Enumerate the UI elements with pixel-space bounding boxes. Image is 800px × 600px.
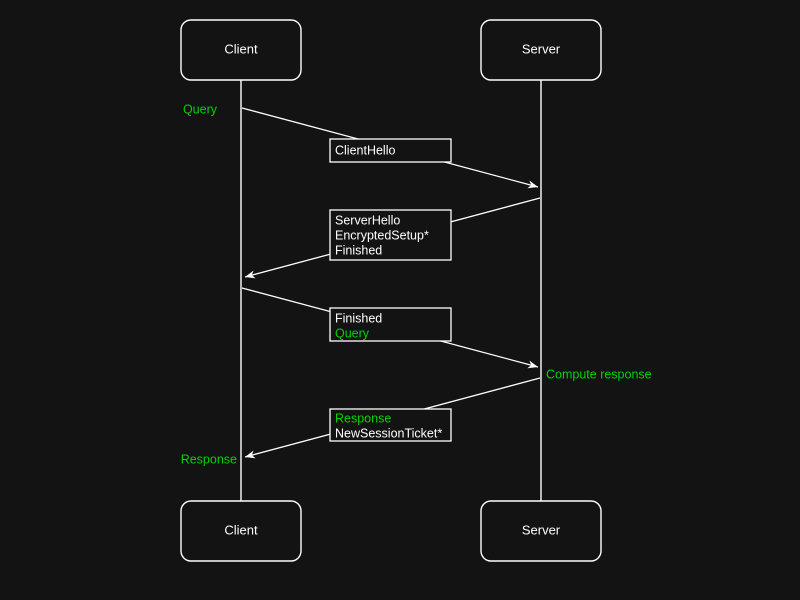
note-compute-response-label: Compute response (546, 367, 652, 381)
message-serverhello-line-1: ServerHello (335, 213, 400, 227)
actor-header-client[interactable]: Client (180, 19, 302, 81)
message-serverhello-line-3: Finished (335, 243, 382, 257)
message-serverhello[interactable]: ServerHello EncryptedSetup* Finished (244, 197, 541, 279)
message-response-ticket[interactable]: Response NewSessionTicket* (244, 377, 541, 459)
note-response-label: Response (181, 452, 237, 466)
actor-footer-server-label: Server (522, 522, 561, 537)
message-clienthello-line-1: ClientHello (335, 143, 395, 157)
actor-header-client-box (180, 19, 302, 81)
message-response-ticket-line-1: Response (335, 411, 391, 425)
actor-header-client-label: Client (224, 41, 258, 56)
actor-footer-client[interactable]: Client (180, 500, 302, 562)
note-query-label: Query (183, 102, 218, 116)
actor-footer-client-label: Client (224, 522, 258, 537)
actor-footer-client-box (180, 500, 302, 562)
message-response-ticket-line-2: NewSessionTicket* (335, 426, 442, 440)
message-finished-query-box (329, 307, 452, 342)
message-finished-query[interactable]: Finished Query (241, 287, 539, 369)
actor-header-server-box (480, 19, 602, 81)
actor-footer-server[interactable]: Server (480, 500, 602, 562)
message-clienthello-box (329, 138, 452, 163)
message-serverhello-box (329, 209, 452, 261)
message-finished-query-line-1: Finished (335, 311, 382, 325)
message-response-ticket-box (329, 408, 452, 442)
message-clienthello[interactable]: ClientHello (241, 107, 539, 189)
actor-footer-server-box (480, 500, 602, 562)
message-finished-query-line-2: Query (335, 326, 370, 340)
message-serverhello-line-2: EncryptedSetup* (335, 228, 429, 242)
actor-header-server[interactable]: Server (480, 19, 602, 81)
actor-header-server-label: Server (522, 41, 561, 56)
